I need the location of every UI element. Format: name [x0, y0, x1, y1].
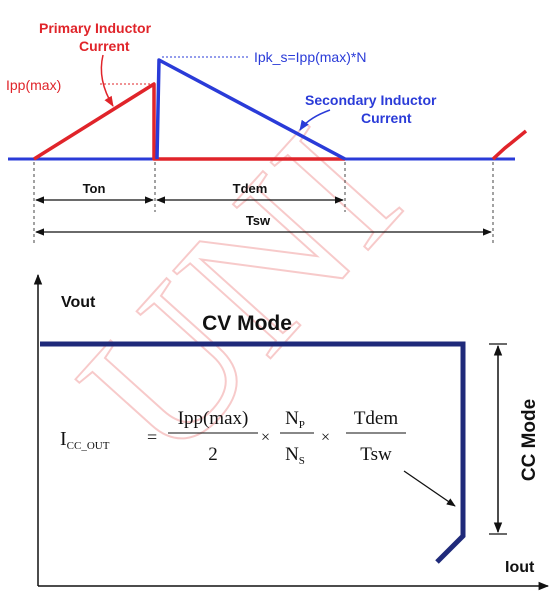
formula-den-2: 2 [208, 444, 218, 465]
formula: ICC_OUT = Ipp(max) 2 × NP NS × Tdem Tsw [60, 408, 406, 467]
cc-cv-plot: Vout Iout CV Mode CC Mode ICC_OUT = Ipp(… [33, 273, 550, 591]
formula-den-tsw: Tsw [360, 444, 392, 465]
ton-label: Ton [83, 181, 106, 196]
primary-label-arrow [100, 54, 114, 107]
tdem-label: Tdem [233, 181, 268, 196]
formula-pointer-arrow [403, 470, 456, 507]
x-axis-label: Iout [505, 559, 535, 576]
primary-current-label-line2: Current [79, 38, 130, 54]
y-axis-label: Vout [61, 294, 96, 311]
waveform-section: Primary Inductor Current Ipp(max) Ipk_s=… [6, 20, 528, 245]
primary-current-waveform [33, 82, 345, 161]
secondary-label-arrow [299, 109, 331, 131]
secondary-current-label-line1: Secondary Inductor [305, 92, 437, 108]
formula-lhs: ICC_OUT [60, 428, 110, 452]
primary-current-label-line1: Primary Inductor [39, 20, 152, 36]
formula-equals: = [147, 427, 157, 447]
watermark-text: UNI [38, 87, 440, 499]
cc-mode-label: CC Mode [519, 399, 540, 481]
secondary-current-label-line2: Current [361, 110, 412, 126]
cc-cv-curve [40, 341, 466, 564]
tsw-label: Tsw [246, 213, 271, 228]
ipk-label: Ipk_s=Ipp(max)*N [254, 49, 366, 65]
watermark: UNI [37, 86, 441, 500]
formula-times-2: × [321, 429, 330, 446]
primary-current-next-cycle [491, 129, 528, 161]
formula-num-np: NP [285, 408, 305, 431]
ipp-max-label: Ipp(max) [6, 77, 61, 93]
formula-num-ipp: Ipp(max) [178, 408, 249, 429]
formula-den-ns: NS [285, 444, 305, 467]
secondary-current-waveform [155, 58, 346, 161]
timing-guides [33, 162, 494, 245]
cv-mode-label: CV Mode [202, 312, 292, 335]
formula-times-1: × [261, 429, 270, 446]
formula-num-tdem: Tdem [354, 408, 399, 429]
